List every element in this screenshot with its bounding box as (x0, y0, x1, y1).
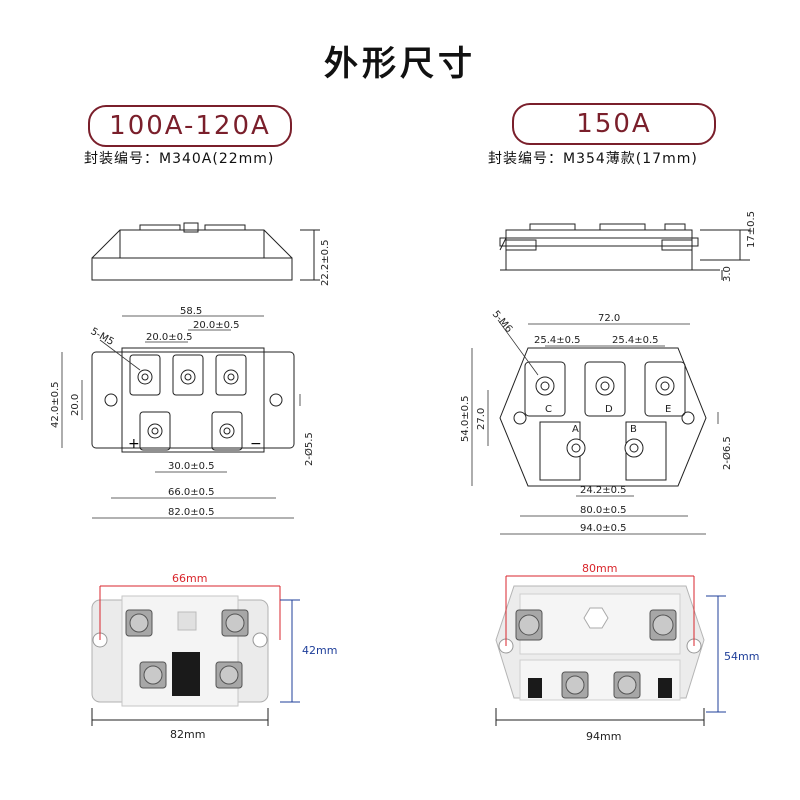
terminal-c: C (545, 404, 552, 415)
right-photo-screws (515, 609, 677, 699)
dim-25-4-a: 25.4±0.5 (534, 335, 581, 346)
dim-54: 54.0±0.5 (460, 395, 471, 442)
right-module-photo: 80mm 54mm 94mm (495, 562, 759, 743)
dim-66: 66.0±0.5 (168, 487, 215, 498)
dim-25-4-b: 25.4±0.5 (612, 335, 659, 346)
left-side-view (91, 222, 320, 281)
photo-height-left: 42mm (302, 644, 337, 657)
dim-20-b: 20.0±0.5 (193, 320, 240, 331)
left-technical-drawing: 22.2±0.5 + − 58.5 20.0±0.5 20.0±0. (50, 222, 331, 519)
right-top-view (499, 347, 707, 487)
dim-82: 82.0±0.5 (168, 507, 215, 518)
right-side-view (499, 223, 750, 280)
right-height-dim: 17±0.5 (746, 211, 757, 248)
polarity-plus: + (128, 436, 140, 452)
dim-42: 42.0±0.5 (50, 381, 61, 428)
hole-spec-right: 2-Ø6.5 (721, 436, 733, 470)
right-base-dim: 3.0 (722, 266, 733, 282)
dim-30: 30.0±0.5 (168, 461, 215, 472)
page-title: 外形尺寸 (324, 44, 476, 84)
left-module-photo: 66mm 42mm 82mm (91, 572, 337, 741)
right-photo-body (495, 585, 705, 701)
photo-width-left: 66mm (172, 572, 207, 585)
terminal-e: E (665, 404, 671, 415)
photo-overall-right: 94mm (586, 730, 621, 743)
dim-20-v: 20.0 (70, 394, 81, 416)
terminal-b: B (630, 424, 637, 435)
photo-overall-left: 82mm (170, 728, 205, 741)
hole-spec-left: 2-Ø5.5 (303, 432, 315, 466)
screw-spec-left: 5-M5 (89, 326, 116, 348)
dim-72: 72.0 (598, 313, 620, 324)
photo-height-right: 54mm (724, 650, 759, 663)
dim-94: 94.0±0.5 (580, 523, 627, 534)
polarity-minus: − (250, 436, 262, 452)
package-code-left: 封装编号：M340A(22mm) (84, 151, 275, 167)
dim-27: 27.0 (476, 408, 487, 430)
right-screw-terminals (535, 376, 675, 458)
dim-20-a: 20.0±0.5 (146, 332, 193, 343)
left-photo-screws (125, 609, 249, 689)
rating-badge-left: 100A-120A (88, 105, 292, 147)
package-code-right: 封装编号：M354薄款(17mm) (488, 151, 698, 167)
screw-spec-right: 5-M6 (490, 309, 514, 335)
left-screw-terminals (137, 369, 239, 439)
dim-80: 80.0±0.5 (580, 505, 627, 516)
left-height-dim: 22.2±0.5 (320, 239, 331, 286)
photo-width-right: 80mm (582, 562, 617, 575)
left-top-view (91, 347, 295, 453)
terminal-d: D (605, 404, 613, 415)
right-technical-drawing: 17±0.5 3.0 C D E A B 72.0 25.4±0.5 25.4±… (460, 211, 757, 535)
dim-58-5: 58.5 (180, 306, 202, 317)
rating-badge-right: 150A (512, 103, 716, 145)
dim-24-2: 24.2±0.5 (580, 485, 627, 496)
terminal-a: A (572, 424, 579, 435)
